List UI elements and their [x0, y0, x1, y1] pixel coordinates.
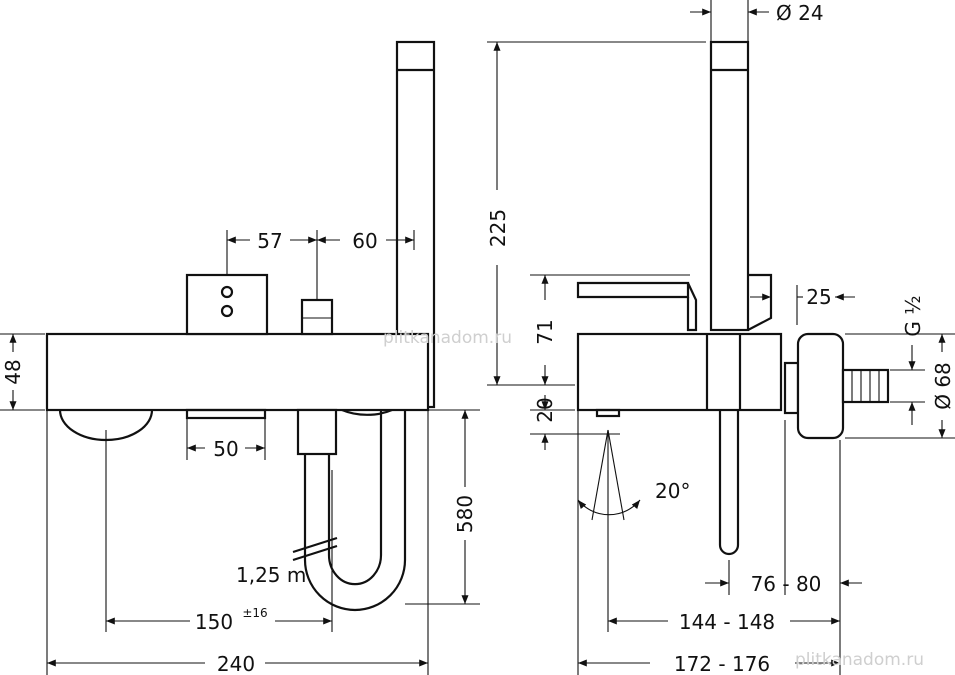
mixer-body: [45, 332, 430, 412]
dim-48: 48: [1, 359, 25, 384]
thermostat-knob: [185, 273, 269, 336]
wall-flange: [796, 332, 845, 440]
dim-71: 71: [533, 319, 557, 344]
dim-144-148: 144 - 148: [679, 610, 775, 634]
spout-outlet: [185, 408, 267, 420]
hose-connector: [296, 408, 338, 456]
dim-20: 20: [533, 397, 557, 422]
dim-50: 50: [213, 437, 238, 461]
dim-57: 57: [257, 229, 282, 253]
dim-240: 240: [217, 652, 255, 675]
dim-172-176: 172 - 176: [674, 652, 770, 675]
dim-68: Ø 68: [931, 362, 955, 410]
watermark-2: plitkanadom.ru: [795, 650, 924, 670]
side-view: [487, 0, 955, 675]
side-hand-shower: [709, 40, 750, 332]
dim-25: 25: [806, 285, 831, 309]
dim-76-80: 76 - 80: [751, 572, 822, 596]
dim-225: 225: [486, 209, 510, 247]
diverter-knob: [300, 298, 334, 336]
dim-150-tolerance: ±16: [242, 606, 267, 620]
dim-24: Ø 24: [776, 1, 824, 25]
dim-580: 580: [453, 495, 477, 533]
hose-length: 1,25 m: [236, 563, 306, 587]
front-view: [0, 40, 480, 675]
side-lever: [576, 281, 690, 299]
side-hose: [718, 410, 740, 556]
watermark-1: plitkanadom.ru: [383, 328, 512, 348]
dim-g12: G ½: [901, 295, 925, 336]
hose-inner: [327, 410, 383, 586]
wall-thread: [841, 368, 890, 404]
dim-angle: 20°: [655, 479, 690, 503]
dim-60: 60: [352, 229, 377, 253]
side-body: [576, 332, 783, 412]
right-flange: [341, 408, 393, 416]
hose-outer: [303, 410, 407, 612]
dim-150: 150: [195, 610, 233, 634]
